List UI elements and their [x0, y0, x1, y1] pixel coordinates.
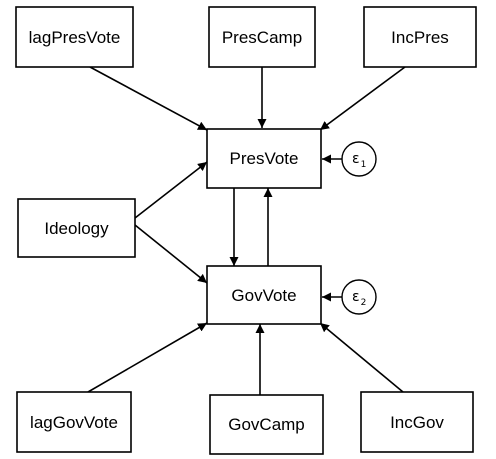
node-lagpresvote: lagPresVote — [15, 6, 134, 68]
node-govvote: GovVote — [206, 265, 322, 325]
node-label: lagPresVote — [29, 28, 121, 47]
error-term-e1: ε1 — [341, 141, 377, 177]
error-symbol: ε2 — [352, 289, 366, 308]
node-label: PresCamp — [222, 28, 302, 47]
node-ideology: Ideology — [17, 198, 136, 258]
edge-laggovvote-govvote — [87, 322, 208, 393]
node-label: GovVote — [231, 286, 296, 305]
node-label: Ideology — [44, 219, 109, 238]
edge-ideology-govvote — [134, 224, 208, 284]
node-label: IncGov — [390, 413, 444, 432]
node-govcamp: GovCamp — [209, 394, 324, 455]
edge-incgov-govvote — [319, 322, 404, 393]
node-label: GovCamp — [228, 415, 305, 434]
node-label: IncPres — [391, 28, 449, 47]
edges — [87, 66, 406, 395]
node-incgov: IncGov — [360, 391, 474, 453]
error-term-e2: ε2 — [341, 279, 377, 315]
edge-lagpresvote-presvote — [89, 66, 208, 131]
node-laggovvote: lagGovVote — [16, 391, 132, 453]
edge-ideology-presvote — [134, 161, 208, 219]
node-incpres: IncPres — [363, 6, 477, 68]
error-symbol: ε1 — [352, 151, 366, 170]
node-label: PresVote — [230, 149, 299, 168]
node-presvote: PresVote — [206, 128, 322, 189]
node-label: lagGovVote — [30, 413, 118, 432]
edge-incpres-presvote — [319, 66, 406, 131]
node-prescamp: PresCamp — [208, 6, 316, 68]
